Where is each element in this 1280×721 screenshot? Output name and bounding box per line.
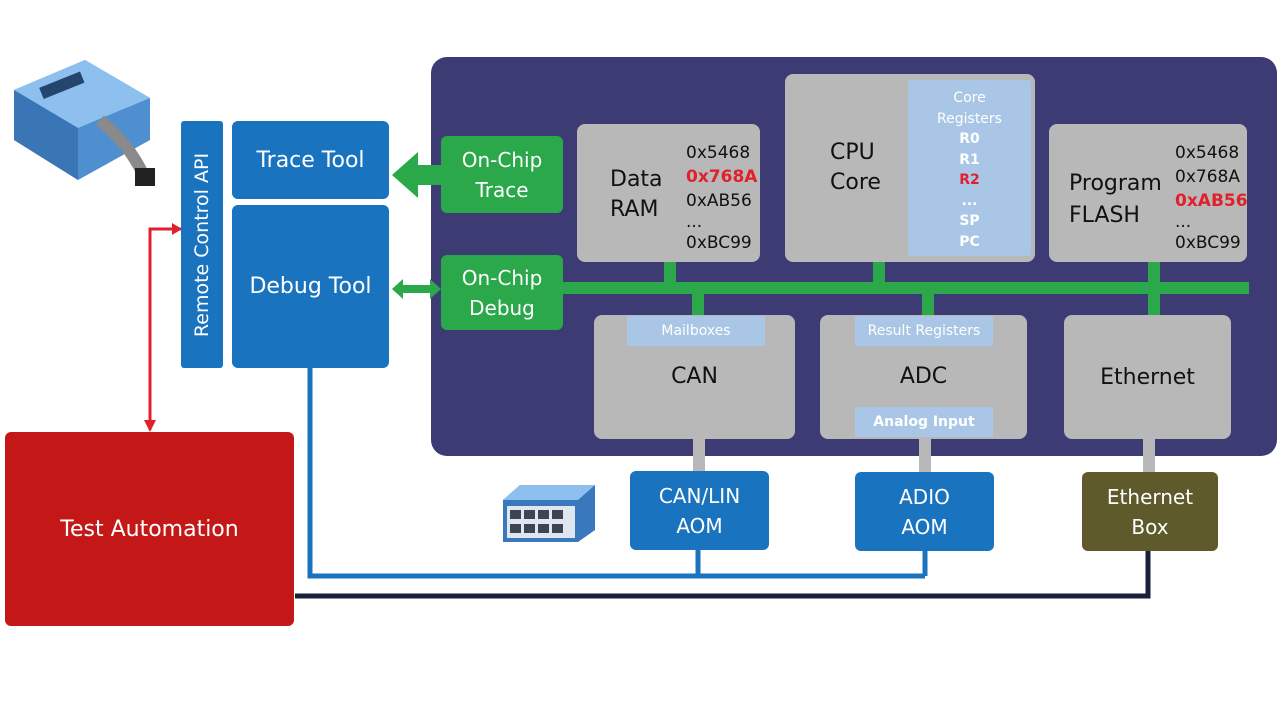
register-r1: R1 xyxy=(959,151,980,168)
program-flash-address-highlighted: 0xAB56 xyxy=(1175,191,1248,211)
program-flash-address-ellipsis: ... xyxy=(1175,212,1192,232)
can-lin-aom-line2: AOM xyxy=(676,513,723,538)
cpu-core-label-line1: CPU xyxy=(830,140,875,165)
adio-aom-line1: ADIO xyxy=(899,484,950,509)
core-registers-title-line2: Registers xyxy=(937,110,1002,127)
mailboxes-panel: Mailboxes xyxy=(627,316,765,346)
bus-drop-can xyxy=(692,292,704,318)
adc-to-module-stub xyxy=(919,438,931,473)
on-chip-debug-line1: On-Chip xyxy=(461,265,543,290)
ethernet-box-line1: Ethernet xyxy=(1106,484,1194,509)
program-flash-label: Program FLASH xyxy=(1069,168,1162,232)
trace-arrow xyxy=(392,152,442,198)
test-automation-box: Test Automation xyxy=(5,432,294,626)
analog-input-label: Analog Input xyxy=(873,414,975,430)
register-r2-highlighted: R2 xyxy=(959,172,980,188)
program-flash-block: Program FLASH 0x5468 0x768A 0xAB56 ... 0… xyxy=(1049,124,1248,262)
program-flash-address: 0x5468 xyxy=(1175,143,1240,163)
debug-tool-label: Debug Tool xyxy=(249,274,372,299)
on-chip-debug-line2: Debug xyxy=(469,295,535,320)
can-block: Mailboxes CAN xyxy=(594,315,795,439)
bus-drop-ethernet xyxy=(1148,292,1160,318)
program-flash-label-line1: Program xyxy=(1069,171,1162,196)
data-ram-addresses: 0x5468 0x768A 0xAB56 ... 0xBC99 xyxy=(686,141,757,255)
program-flash-label-line2: FLASH xyxy=(1069,203,1140,228)
data-ram-address: 0x5468 xyxy=(686,143,751,163)
on-chip-trace-box: On-Chip Trace xyxy=(441,136,563,213)
can-to-module-stub xyxy=(693,438,705,473)
result-registers-label: Result Registers xyxy=(867,323,981,339)
on-chip-trace-line1: On-Chip xyxy=(461,147,543,172)
register-sp: SP xyxy=(959,213,980,229)
bus-drop-adc xyxy=(922,292,934,318)
can-label: CAN xyxy=(671,363,718,389)
on-chip-debug-box: On-Chip Debug xyxy=(441,255,563,330)
bus-drop-cpu xyxy=(873,260,885,284)
automation-arrowhead xyxy=(144,420,156,432)
ethernet-box-wire xyxy=(295,550,1151,599)
core-registers-panel: Core Registers R0 R1 R2 ... SP PC xyxy=(908,80,1031,256)
ethernet-to-module-stub xyxy=(1143,438,1155,473)
program-flash-addresses: 0x5468 0x768A 0xAB56 ... 0xBC99 xyxy=(1175,141,1248,255)
data-ram-label: Data RAM xyxy=(610,165,663,225)
debug-arrow xyxy=(392,279,441,299)
debug-bus xyxy=(560,282,1249,294)
ethernet-block: Ethernet xyxy=(1064,315,1231,439)
remote-control-api-bar: Remote Control API xyxy=(181,121,223,368)
ethernet-label: Ethernet xyxy=(1100,364,1195,390)
adc-block: Result Registers ADC Analog Input xyxy=(820,315,1027,439)
ethernet-box: Ethernet Box xyxy=(1082,472,1218,551)
register-ellipsis: ... xyxy=(961,192,978,209)
result-registers-panel: Result Registers xyxy=(855,316,993,346)
network-interface-hardware-icon xyxy=(503,485,595,542)
debugger-hardware-icon xyxy=(14,60,155,186)
data-ram-address-highlighted: 0x768A xyxy=(686,167,758,187)
data-ram-address: 0xAB56 xyxy=(686,191,752,211)
adio-aom-box: ADIO AOM xyxy=(855,472,994,551)
mailboxes-label: Mailboxes xyxy=(661,323,731,339)
cpu-core-label-line2: Core xyxy=(830,170,881,195)
core-registers-title-line1: Core xyxy=(953,90,986,106)
api-to-automation-line xyxy=(148,227,182,430)
debug-tool-box: Debug Tool xyxy=(232,205,389,368)
program-flash-address: 0xBC99 xyxy=(1175,233,1241,253)
debug-tool-wire xyxy=(307,368,925,579)
data-ram-address-ellipsis: ... xyxy=(686,212,703,232)
analog-input-panel: Analog Input xyxy=(855,407,993,437)
program-flash-address: 0x768A xyxy=(1175,167,1240,187)
data-ram-label-line2: RAM xyxy=(610,197,659,222)
data-ram-address: 0xBC99 xyxy=(686,233,752,253)
test-automation-label: Test Automation xyxy=(60,516,239,542)
register-r0: R0 xyxy=(959,131,980,147)
bus-drop-flash xyxy=(1148,260,1160,284)
ethernet-box-line2: Box xyxy=(1131,514,1169,539)
can-lin-aom-box: CAN/LIN AOM xyxy=(630,471,769,550)
trace-tool-box: Trace Tool xyxy=(232,121,389,199)
api-arrowhead xyxy=(172,223,182,235)
adio-aom-line2: AOM xyxy=(901,514,948,539)
data-ram-block: Data RAM 0x5468 0x768A 0xAB56 ... 0xBC99 xyxy=(577,124,760,262)
bus-drop-data-ram xyxy=(664,260,676,284)
data-ram-label-line1: Data xyxy=(610,167,663,192)
cpu-core-label: CPU Core xyxy=(830,138,881,198)
adc-label: ADC xyxy=(899,363,948,389)
on-chip-trace-line2: Trace xyxy=(475,177,529,202)
can-lin-aom-line1: CAN/LIN xyxy=(658,483,741,508)
trace-tool-label: Trace Tool xyxy=(256,147,365,173)
cpu-core-block: CPU Core Core Registers R0 R1 R2 ... SP … xyxy=(785,74,1035,262)
register-pc: PC xyxy=(959,233,980,250)
